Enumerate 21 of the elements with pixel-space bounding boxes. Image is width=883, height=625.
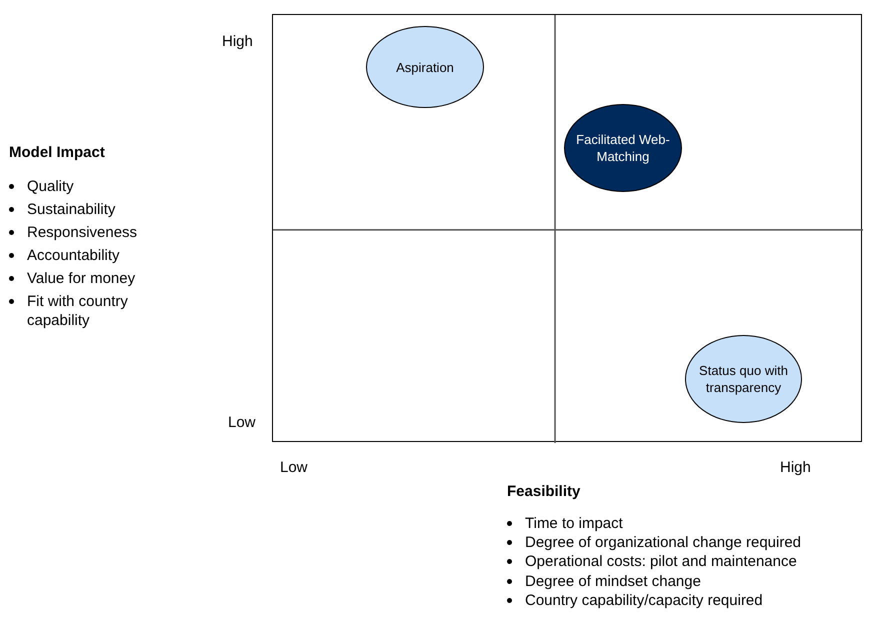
list-item: Degree of organizational change required xyxy=(525,533,802,552)
axis-label: High xyxy=(222,32,253,51)
axis-heading: Feasibility xyxy=(507,482,580,501)
ellipse-bubble: Facilitated Web-Matching xyxy=(564,104,682,192)
list-item: Quality xyxy=(27,177,74,196)
list-item: Degree of mindset change xyxy=(525,572,701,591)
list-item: Sustainability xyxy=(27,200,116,219)
axis-heading: Model Impact xyxy=(9,143,105,162)
axis-label: Low xyxy=(228,413,256,432)
list-item: Accountability xyxy=(27,246,120,265)
matrix-frame xyxy=(272,14,862,442)
list-item: Fit with country capability xyxy=(27,292,129,330)
list-item: Value for money xyxy=(27,269,136,288)
axis-label: High xyxy=(780,458,811,477)
ellipse-bubble: Aspiration xyxy=(366,26,484,108)
axis-label: Low xyxy=(280,458,308,477)
list-item: Operational costs: pilot and maintenance xyxy=(525,552,797,571)
list-item: Country capability/capacity required xyxy=(525,591,763,610)
ellipse-bubble: Status quo with transparency xyxy=(685,335,802,423)
list-item: Time to impact xyxy=(525,514,623,533)
list-item: Responsiveness xyxy=(27,223,138,242)
